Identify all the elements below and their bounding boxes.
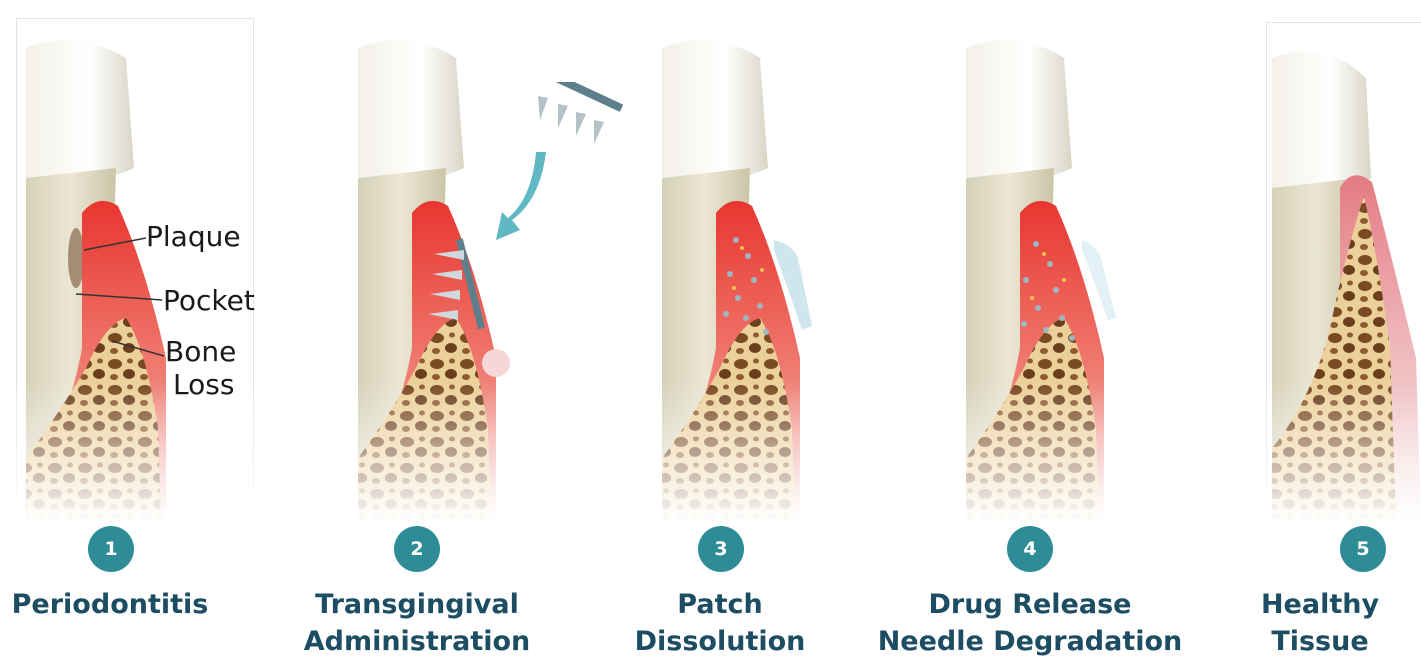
step-1-badge: 1 (88, 526, 134, 572)
step-4-label: Drug Release Needle Degradation (870, 586, 1190, 660)
step-4-label-line1: Drug Release (870, 586, 1190, 623)
panel-periodontitis (16, 18, 256, 522)
step-1-label: Periodontitis (0, 586, 270, 623)
step-2-label-line2: Administration (257, 623, 577, 660)
step-3-label-line2: Dissolution (560, 623, 880, 660)
step-2-badge: 2 (394, 526, 440, 572)
panel-healthy-tissue (1266, 18, 1421, 522)
step-5-label-line2: Tissue (1220, 623, 1420, 660)
step-5-badge: 5 (1340, 526, 1386, 572)
step-4-label-line2: Needle Degradation (870, 623, 1190, 660)
step-3-label-line1: Patch (560, 586, 880, 623)
step-2-label-line1: Transgingival (257, 586, 577, 623)
annotation-pocket: Pocket (163, 285, 255, 317)
step-3-label: Patch Dissolution (560, 586, 880, 660)
annotation-bone-loss-2: Loss (173, 369, 234, 401)
step-3-badge: 3 (698, 526, 744, 572)
panel-drug-release (946, 18, 1186, 522)
step-2-label: Transgingival Administration (257, 586, 577, 660)
annotation-plaque: Plaque (146, 221, 241, 253)
apply-arrow-icon (494, 150, 564, 250)
step-1-label-line1: Periodontitis (0, 586, 270, 623)
step-5-label-line1: Healthy (1220, 586, 1420, 623)
step-4-badge: 4 (1007, 526, 1053, 572)
panel-patch-dissolution (642, 18, 882, 522)
step-5-label: Healthy Tissue (1220, 586, 1420, 660)
annotation-bone-loss-1: Bone (165, 336, 236, 368)
